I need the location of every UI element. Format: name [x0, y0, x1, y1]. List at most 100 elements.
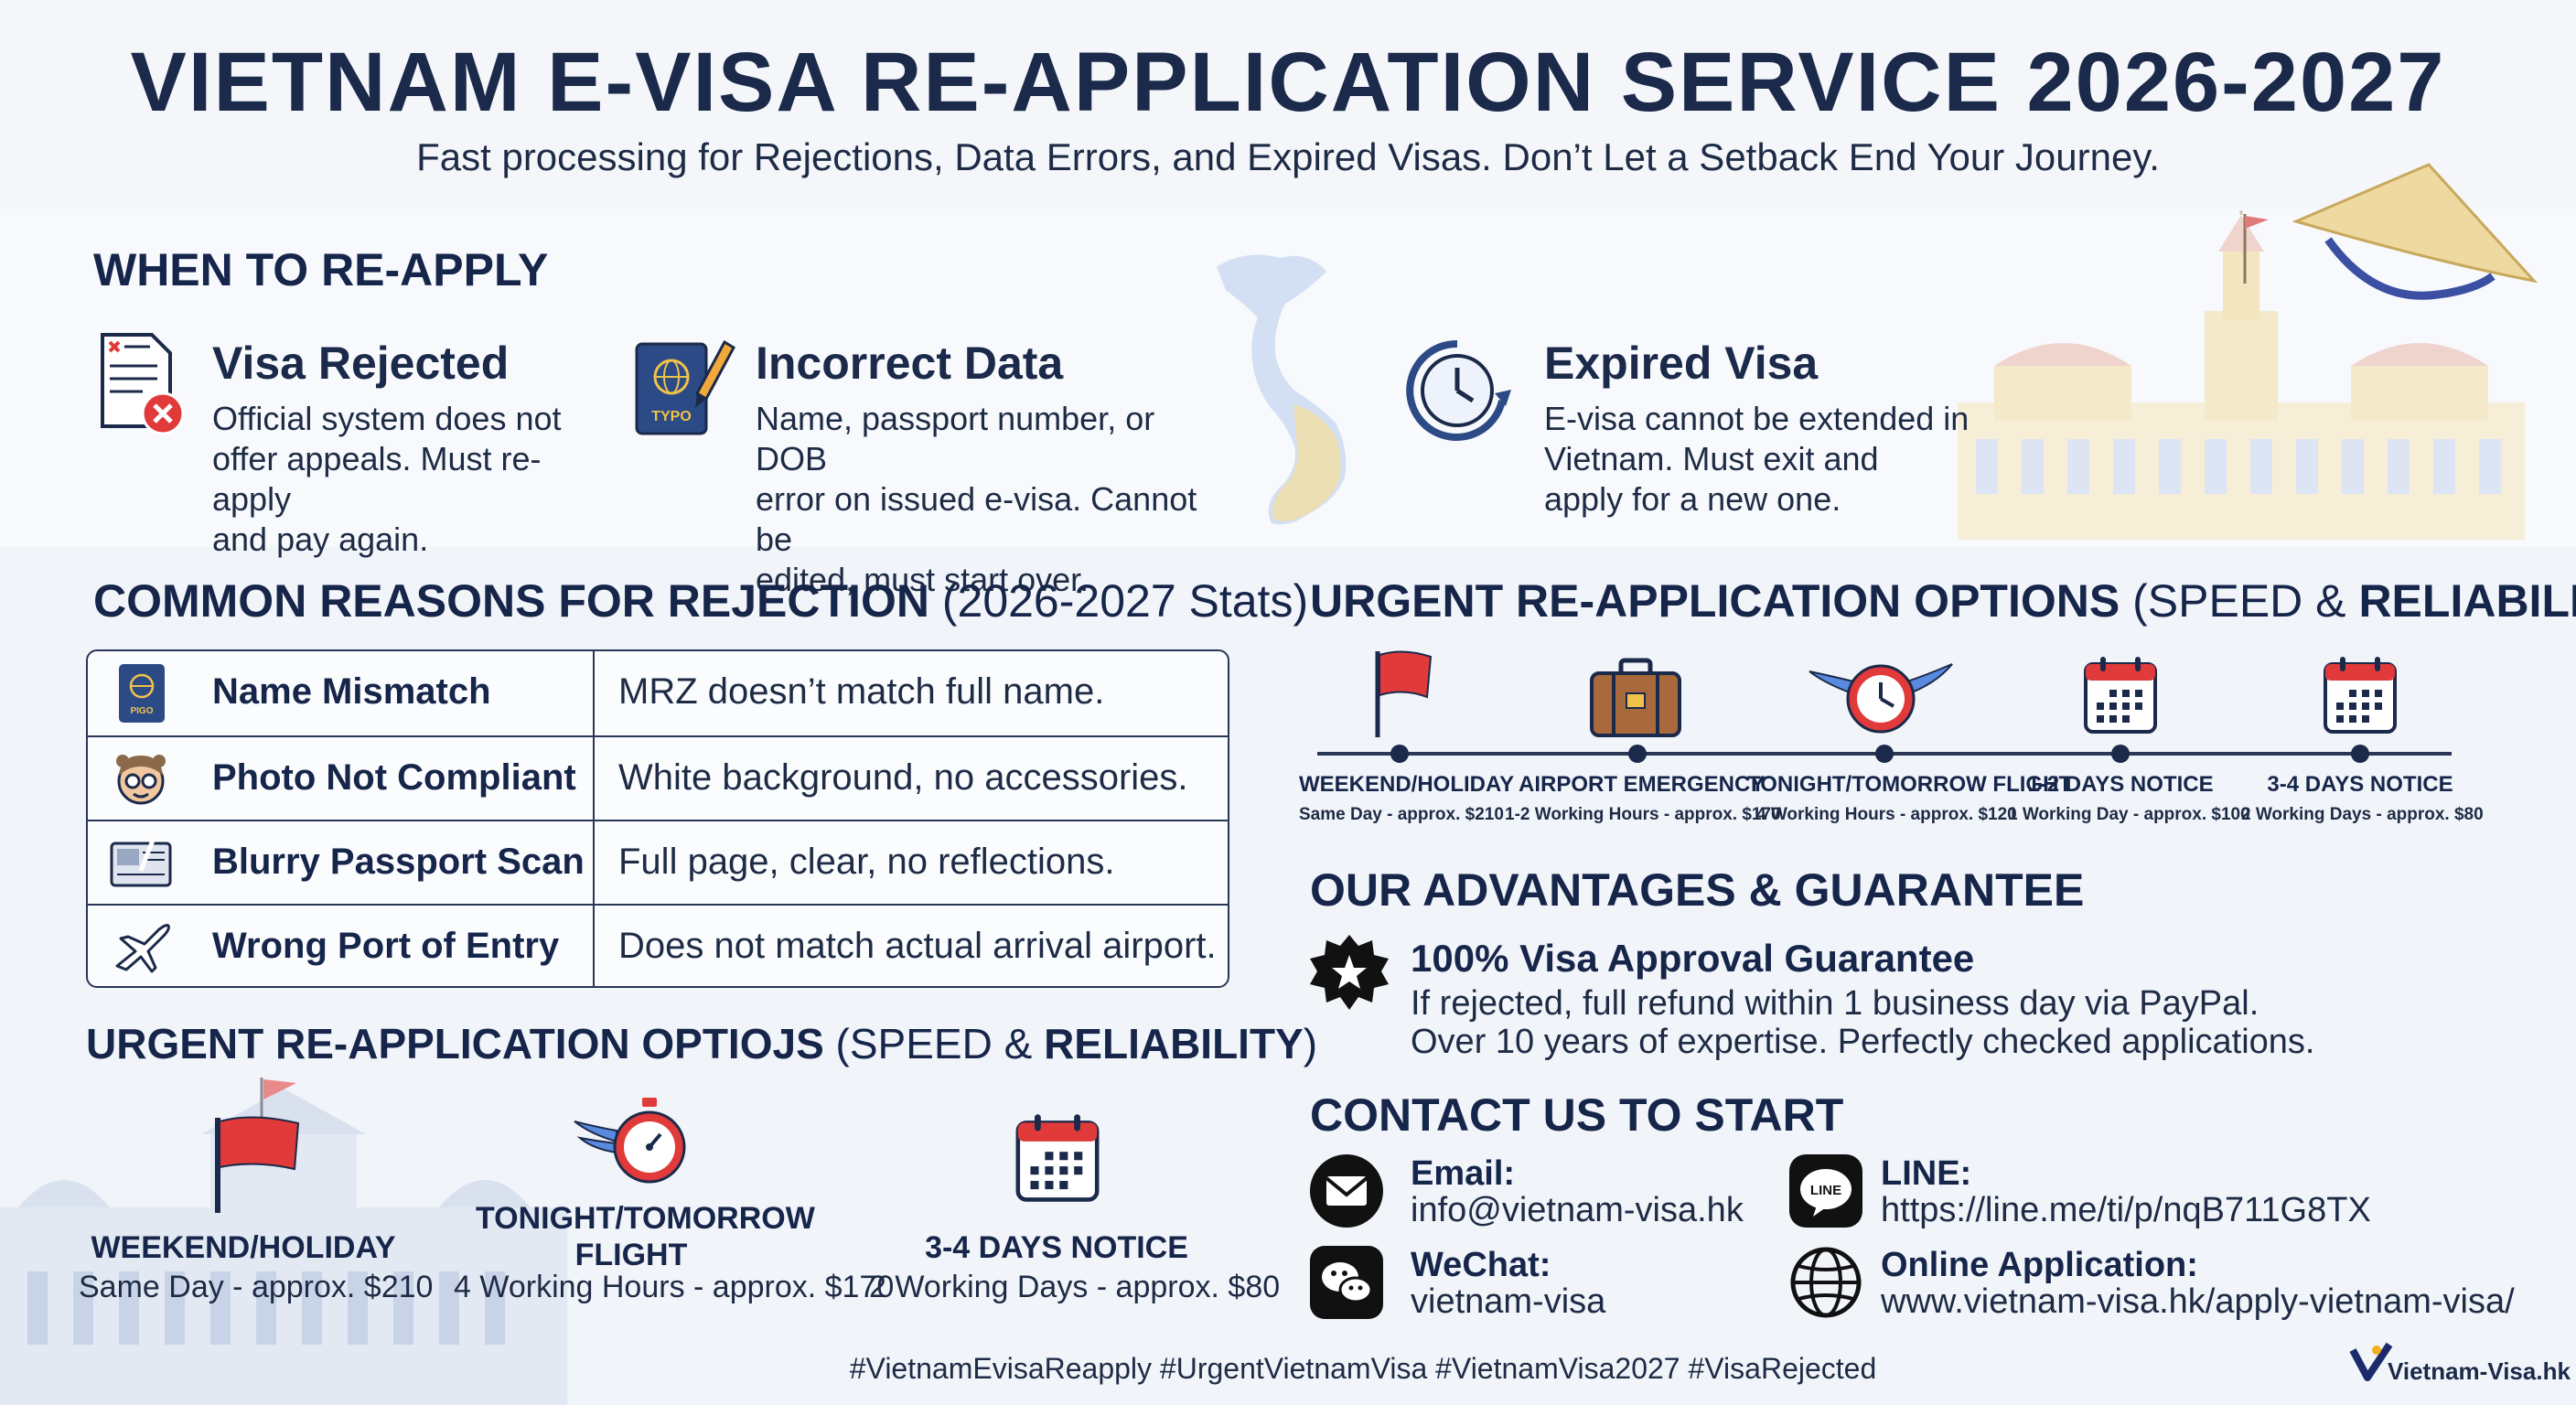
winged-clock-icon [1809, 663, 1953, 734]
visa-rejected-line: and pay again. [212, 520, 429, 558]
urgent-option-title: WEEKEND/HOLIDAY [91, 1230, 396, 1265]
incorrect-data-line: edited, must start over. [756, 561, 1089, 598]
urgent-options-repeat-heading: URGENT RE-APPLICATION OPTIOJS (SPEED & R… [86, 1019, 1317, 1068]
reason-label: Wrong Port of Entry [212, 926, 560, 966]
svg-text:TYPO: TYPO [651, 409, 692, 424]
guarantee-line: Over 10 years of expertise. Perfectly ch… [1411, 1023, 2315, 1061]
timeline-dot [2111, 745, 2130, 763]
svg-text:PIGO: PIGO [130, 706, 153, 716]
timeline-dot [1628, 745, 1647, 763]
page-subtitle: Fast processing for Rejections, Data Err… [416, 135, 2160, 178]
vietnam-map-illustration [1217, 254, 1347, 525]
calendar-icon [2084, 657, 2157, 734]
advantages-heading: OUR ADVANTAGES & GUARANTEE [1310, 864, 2085, 916]
timeline-dot [2351, 745, 2369, 763]
calendar-icon [2324, 657, 2397, 734]
page-title: VIETNAM E-VISA RE-APPLICATION SERVICE 20… [130, 36, 2446, 129]
expired-visa-description: E-visa cannot be extended in Vietnam. Mu… [1544, 399, 1974, 520]
urgent-options-repeat-heading-bold: RELIABILITY [1044, 1020, 1304, 1067]
city-hall-illustration [1958, 210, 2525, 540]
clock-icon [1406, 339, 1511, 441]
urgent-option-title: 3-4 DAYS NOTICE [925, 1230, 1188, 1265]
timeline-option-price: 1-2 Working Hours - approx. $170 [1505, 805, 1781, 824]
email-icon [1310, 1154, 1383, 1228]
scanner-icon [110, 837, 172, 887]
urgent-options-repeat-heading-bold: S [796, 1020, 824, 1067]
winged-stopwatch-icon [574, 1098, 686, 1184]
table-row: Photo Not Compliant White background, no… [88, 735, 1228, 820]
airplane-icon [115, 924, 170, 973]
line-label: LINE: [1881, 1154, 1972, 1193]
wechat-id[interactable]: vietnam-visa [1411, 1282, 1606, 1321]
timeline-option-price: 1 Working Day - approx. $100 [2008, 805, 2250, 824]
column-divider [593, 906, 595, 986]
line-icon: LINE [1789, 1154, 1862, 1228]
header-band [0, 0, 2576, 209]
urgent-option-price: 2 Working Days - approx. $80 [869, 1270, 1281, 1304]
expired-visa-title: Expired Visa [1544, 338, 1819, 389]
visa-rejected-line: Official system does not [212, 400, 562, 437]
table-row: Wrong Port of Entry Does not match actua… [88, 904, 1228, 986]
urgent-options-heading-bold: URGENT RE-APPLICATION OPTIONS [1310, 575, 2120, 627]
passport-typo-icon: TYPO [635, 339, 735, 435]
calendar-icon [1015, 1114, 1100, 1202]
urgent-option-price: Same Day - approx. $210 [79, 1270, 434, 1304]
rejected-document-icon [101, 333, 185, 435]
rejection-reasons-heading-light: (2026-2027 Stats) [941, 575, 1309, 627]
when-to-reapply-heading: WHEN TO RE-APPLY [93, 244, 549, 295]
red-flag-icon [1375, 650, 1433, 737]
timeline-option-label: TONIGHT/TOMORROW FLIGHT [1747, 772, 2073, 797]
contact-heading: CONTACT US TO START [1310, 1089, 1844, 1141]
timeline-option-label: 3-4 DAYS NOTICE [2267, 772, 2453, 797]
urgent-options-heading-bold: RELIABILITY [2358, 575, 2576, 627]
incorrect-data-title: Incorrect Data [756, 338, 1064, 389]
wechat-label: WeChat: [1411, 1246, 1551, 1284]
urgent-option-title: TONIGHT/TOMORROW FLIGHT [476, 1201, 815, 1272]
timeline-option-label: AIRPORT EMERGENCY [1519, 772, 1766, 797]
timeline-dot [1875, 745, 1894, 763]
visa-rejected-line: offer appeals. Must re-apply [212, 440, 542, 518]
online-application-link[interactable]: www.vietnam-visa.hk/apply-vietnam-visa/ [1881, 1282, 2515, 1321]
guarantee-line: If rejected, full refund within 1 busine… [1411, 984, 2259, 1023]
svg-text:LINE: LINE [1810, 1183, 1841, 1198]
logo-text[interactable]: Vietnam-Visa.hk [2388, 1357, 2571, 1385]
building-illustration [0, 1089, 567, 1405]
timeline-option-label: 1-2 DAYS NOTICE [2027, 772, 2214, 797]
urgent-options-repeat-heading-bold: URGENT RE-APPLICATION OPTIOJ [86, 1020, 797, 1067]
column-divider [593, 821, 595, 904]
reason-label: Photo Not Compliant [212, 757, 576, 798]
hashtags: #VietnamEvisaReapply #UrgentVietnamVisa … [849, 1352, 1877, 1385]
timeline-option-price: Same Day - approx. $210 [1299, 805, 1504, 824]
passport-icon: PIGO [119, 664, 165, 723]
reason-detail: White background, no accessories. [618, 757, 1188, 798]
globe-icon [1790, 1247, 1862, 1318]
palace-flag-icon [2243, 214, 2269, 284]
rejection-reasons-table: PIGO Name Mismatch MRZ doesn’t match ful… [86, 649, 1229, 988]
timeline-dot [1390, 745, 1409, 763]
reason-detail: Full page, clear, no reflections. [618, 842, 1115, 882]
column-divider [593, 737, 595, 820]
rejection-reasons-heading: COMMON REASONS FOR REJECTION (2026-2027 … [93, 574, 1308, 627]
guarantee-title: 100% Visa Approval Guarantee [1411, 937, 1975, 980]
incorrect-data-description: Name, passport number, or DOB error on i… [756, 399, 1231, 600]
expired-visa-line: Vietnam. Must exit and [1544, 440, 1879, 477]
rejection-reasons-heading-bold: COMMON REASONS FOR REJECTION [93, 575, 929, 627]
visa-rejected-title: Visa Rejected [212, 338, 510, 389]
column-divider [593, 651, 595, 735]
logo-check-icon [2349, 1342, 2393, 1381]
timeline-option-label: WEEKEND/HOLIDAY [1299, 772, 1515, 797]
expired-visa-line: E-visa cannot be extended in [1544, 400, 1970, 437]
incorrect-data-line: error on issued e-visa. Cannot be [756, 480, 1197, 558]
suitcase-icon [1590, 658, 1681, 737]
urgent-options-repeat-heading-light: ) [1303, 1020, 1318, 1067]
urgent-options-heading-light: (SPEED & [2132, 575, 2346, 627]
urgent-option-price: 4 Working Hours - approx. $170 [454, 1270, 895, 1304]
reason-detail: MRZ doesn’t match full name. [618, 671, 1105, 712]
email-link[interactable]: info@vietnam-visa.hk [1411, 1191, 1744, 1229]
line-link[interactable]: https://line.me/ti/p/nqB711G8TX [1881, 1191, 2371, 1229]
red-flag-icon [215, 1116, 300, 1213]
badge-star-icon [1310, 935, 1389, 1010]
email-label: Email: [1411, 1154, 1516, 1193]
reason-label: Name Mismatch [212, 671, 491, 712]
table-row: Blurry Passport Scan Full page, clear, n… [88, 820, 1228, 904]
